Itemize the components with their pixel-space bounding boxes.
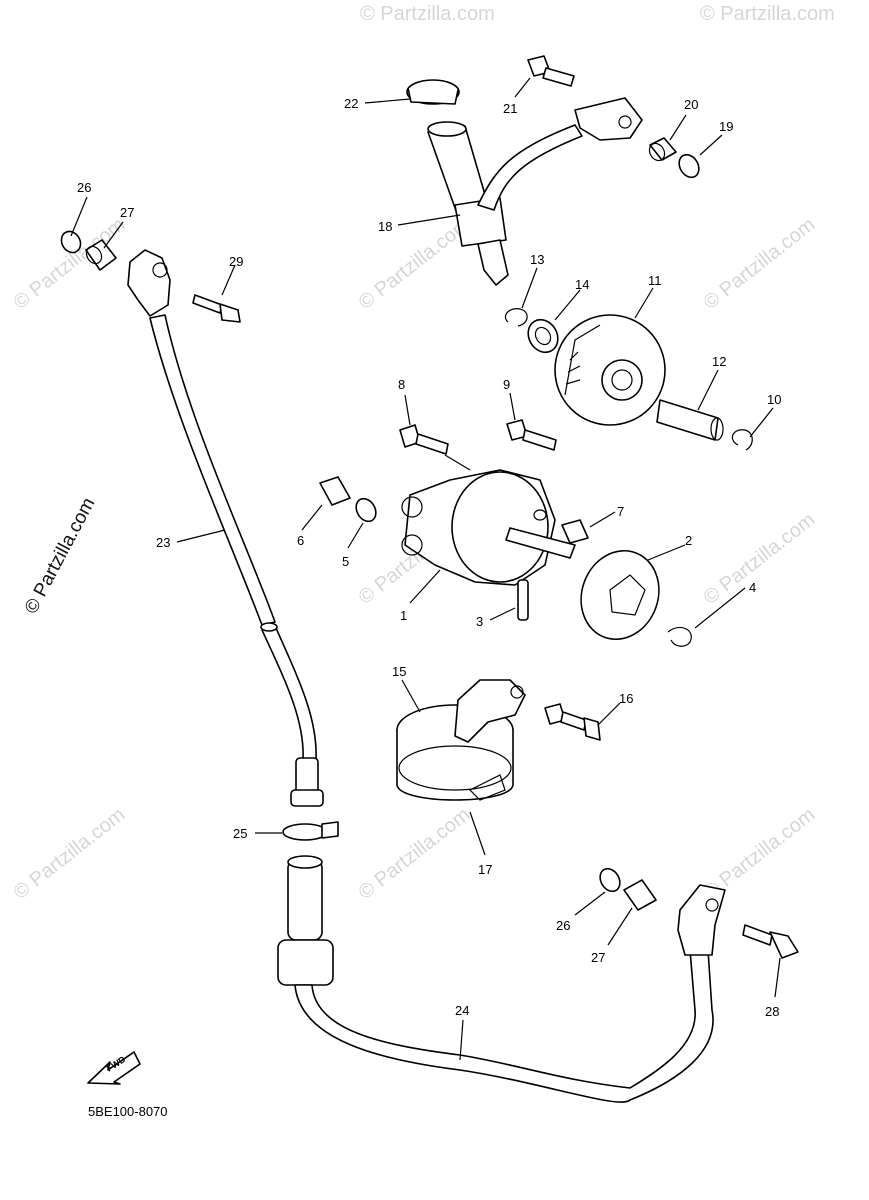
gear-assembly (504, 308, 753, 451)
callout-14: 14 (575, 277, 589, 292)
callout-27-lower: 27 (591, 950, 605, 965)
watermark-vertical: © Partzilla.com (21, 494, 100, 617)
callout-16: 16 (619, 691, 633, 706)
forward-arrow-icon: FWD (87, 1051, 141, 1085)
callout-1: 1 (400, 608, 407, 623)
callout-20: 20 (684, 97, 698, 112)
callout-12: 12 (712, 354, 726, 369)
delivery-pipe-18 (406, 55, 700, 286)
rotor-2 (580, 549, 692, 647)
oil-strainer (396, 679, 601, 801)
callout-25: 25 (233, 826, 247, 841)
watermark: © Partzilla.com (700, 509, 820, 609)
oil-pump-body (319, 419, 589, 621)
diagram-code: 5BE100-8070 (88, 1104, 168, 1119)
callout-6: 6 (297, 533, 304, 548)
callout-29: 29 (229, 254, 243, 269)
watermark: © Partzilla.com (700, 3, 835, 25)
watermark: © Partzilla.com (360, 3, 495, 25)
callout-27-upper: 27 (120, 205, 134, 220)
callout-19: 19 (719, 119, 733, 134)
callout-22: 22 (344, 96, 358, 111)
callout-2: 2 (685, 533, 692, 548)
callout-labels: 26 27 29 22 21 20 19 18 13 14 11 12 10 8… (77, 96, 781, 1019)
callout-24: 24 (455, 1003, 469, 1018)
callout-3: 3 (476, 614, 483, 629)
leader-lines (70, 77, 781, 1061)
callout-17: 17 (478, 862, 492, 877)
callout-9: 9 (503, 377, 510, 392)
callout-7: 7 (617, 504, 624, 519)
callout-18: 18 (378, 219, 392, 234)
oil-hose-24 (277, 821, 799, 1103)
callout-13: 13 (530, 252, 544, 267)
callout-5: 5 (342, 554, 349, 569)
callout-8: 8 (398, 377, 405, 392)
callout-11: 11 (648, 273, 662, 288)
watermark: © Partzilla.com (355, 214, 475, 314)
callout-15: 15 (392, 664, 406, 679)
oil-hose-23 (149, 314, 324, 807)
callout-21: 21 (503, 101, 517, 116)
callout-10: 10 (767, 392, 781, 407)
watermark: © Partzilla.com (10, 804, 130, 904)
callout-26-lower: 26 (556, 918, 570, 933)
callout-26-upper: 26 (77, 180, 91, 195)
callout-28: 28 (765, 1004, 779, 1019)
watermark: © Partzilla.com (700, 214, 820, 314)
banjo-fitting-upper (60, 230, 241, 323)
callout-23: 23 (156, 535, 170, 550)
callout-4: 4 (749, 580, 756, 595)
watermark: © Partzilla.com (10, 214, 130, 314)
watermark: © Partzilla.com (355, 804, 475, 904)
